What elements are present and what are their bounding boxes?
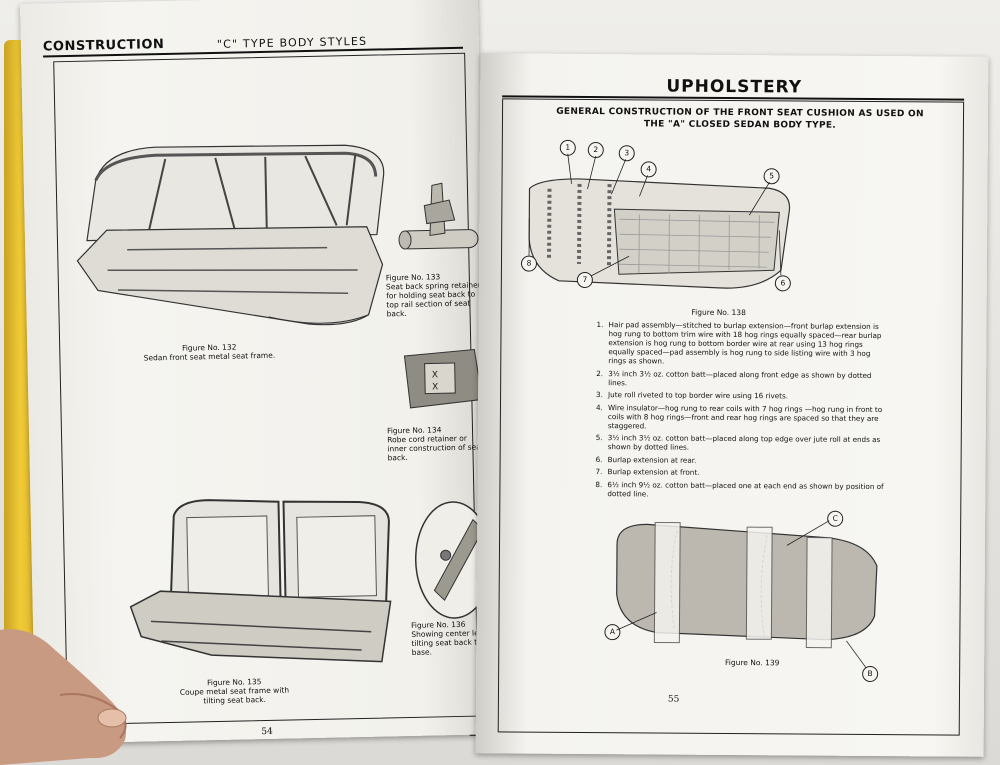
fig139-caption: Figure No. 139 [724,657,780,668]
right-page-number: 55 [667,694,680,705]
left-page: CONSTRUCTION "C" TYPE BODY STYLES Figure… [20,0,494,744]
section-label: CONSTRUCTION [42,36,165,55]
hand-image [0,629,127,765]
fig132-seat-frame-illustration [76,144,385,326]
fig134-robe-cord-retainer-illustration: X X [403,349,483,409]
fig132-caption: Figure No. 132 Sedan front seat metal se… [119,341,299,363]
fig133-text: Seat back spring retainer for holding se… [385,280,481,319]
fig133-caption: Figure No. 133 Seat back spring retainer… [386,271,487,318]
fig134-caption: Figure No. 134 Robe cord retainer or inn… [387,424,488,462]
fig134-text: Robe cord retainer or inner construction… [387,433,484,463]
fig135-coupe-seat-frame-illustration [129,499,392,663]
fig139-leader-lines [616,520,867,669]
left-page-number: 54 [261,726,273,738]
svg-text:X: X [432,382,438,392]
fig135-text: Coupe metal seat frame with tilting seat… [179,685,290,706]
svg-text:X: X [432,370,438,380]
fig133-spring-retainer-illustration [398,182,479,250]
fig135-caption: Figure No. 135 Coupe metal seat frame wi… [174,676,295,706]
fig138-seat-cushion-illustration [528,178,791,289]
fig139-cushion-sections-illustration [616,521,878,649]
right-page: UPHOLSTERY GENERAL CONSTRUCTION OF THE F… [475,53,989,757]
callout-leader-lines [528,153,782,277]
fig136-center-leg-illustration [414,501,493,619]
